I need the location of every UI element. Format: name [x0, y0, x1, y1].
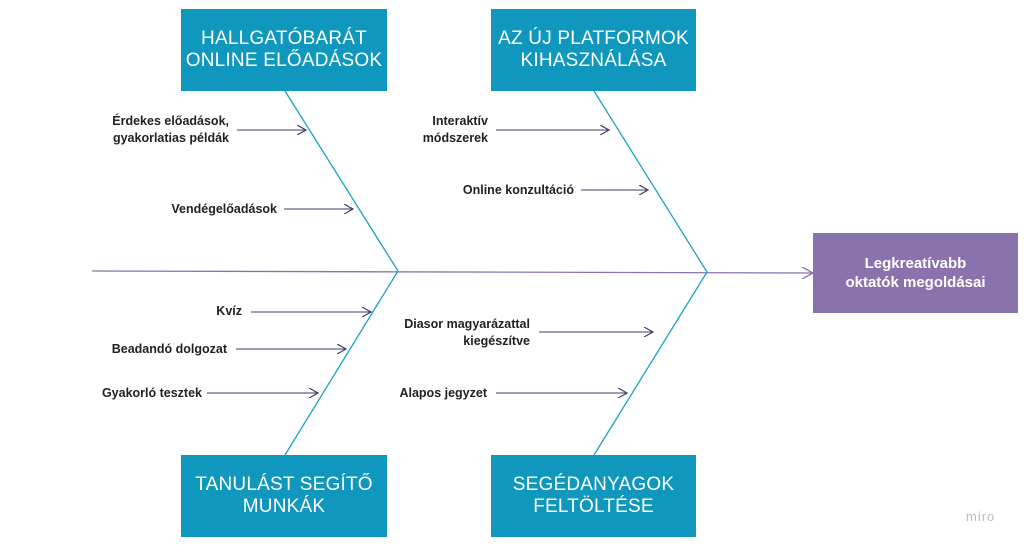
bone-top-left — [284, 90, 399, 272]
cause-label: Vendégelőadások — [171, 202, 277, 216]
category-top-left: HALLGATÓBARÁT ONLINE ELŐADÁSOK — [181, 9, 387, 91]
cause-label: Beadandó dolgozat — [111, 342, 227, 356]
miro-watermark: miro — [966, 509, 996, 524]
category-bottom-right: SEGÉDANYAGOK FELTÖLTÉSE — [491, 455, 696, 537]
main-spine — [91, 271, 813, 273]
cause-label: Érdekes előadások, gyakorlatias példák — [112, 114, 229, 145]
category-bottom-left: TANULÁST SEGÍTŐ MUNKÁK — [181, 455, 387, 537]
bone-top-right — [593, 90, 708, 273]
category-top-right: AZ ÚJ PLATFORMOK KIHASZNÁLÁSA — [491, 9, 696, 91]
cause-label: Diasor magyarázattal kiegészítve — [404, 317, 530, 348]
bone-bottom-left — [284, 270, 399, 456]
cause-label: Kvíz — [216, 304, 242, 318]
cause-label: Gyakorló tesztek — [101, 386, 202, 400]
cause-label: Online konzultáció — [462, 183, 574, 197]
cause-label: Interaktív módszerek — [422, 114, 488, 145]
bone-bottom-right — [593, 271, 708, 456]
cause-label: Alapos jegyzet — [399, 386, 487, 400]
result-box: Legkreatívabb oktatók megoldásai — [813, 233, 1018, 313]
